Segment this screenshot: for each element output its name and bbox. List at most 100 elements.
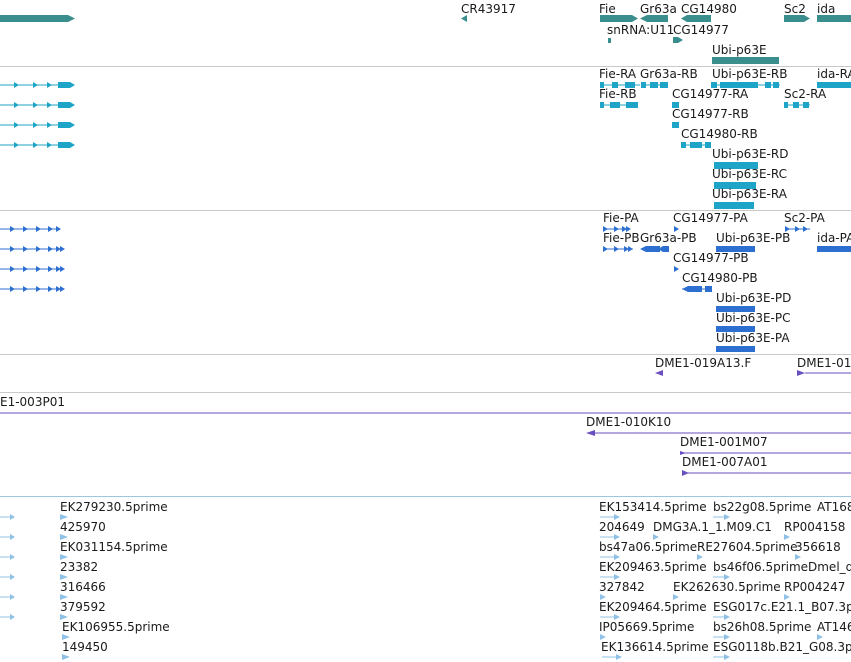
- protein-feature[interactable]: [0, 246, 65, 252]
- transcript-label[interactable]: Ubi-p63E-RC: [712, 167, 787, 181]
- est-label[interactable]: RP004158: [784, 520, 846, 534]
- protein-feature[interactable]: [674, 266, 679, 272]
- est-feature[interactable]: [0, 534, 15, 540]
- clone-label[interactable]: DME1-007A01: [682, 455, 768, 469]
- est-label[interactable]: ESG017c.E21.1_B07.3p: [713, 600, 851, 614]
- est-feature[interactable]: [0, 574, 15, 580]
- est-label[interactable]: bs47a06.5prime: [599, 540, 698, 554]
- protein-feature[interactable]: [682, 286, 712, 292]
- est-feature[interactable]: [60, 614, 68, 620]
- est-feature[interactable]: [0, 594, 15, 600]
- clone-label[interactable]: DME1-010K10: [586, 415, 672, 429]
- est-label[interactable]: ESG0118b.B21_G08.3p: [713, 640, 851, 654]
- est-feature[interactable]: [697, 554, 703, 560]
- transcript-label[interactable]: Ubi-p63E-RA: [712, 187, 787, 201]
- transcript-feature[interactable]: [0, 82, 75, 88]
- est-feature[interactable]: [653, 534, 659, 540]
- est-label[interactable]: 425970: [60, 520, 106, 534]
- protein-feature[interactable]: [0, 286, 65, 292]
- est-feature[interactable]: [795, 554, 801, 560]
- transcript-feature[interactable]: [714, 182, 756, 189]
- protein-feature[interactable]: [0, 226, 61, 232]
- est-feature[interactable]: [0, 554, 15, 560]
- transcript-feature[interactable]: [817, 82, 851, 88]
- est-feature[interactable]: [600, 514, 620, 520]
- est-label[interactable]: bs26h08.5prime: [713, 620, 812, 634]
- gene-feature[interactable]: [687, 15, 711, 22]
- est-label[interactable]: EK262630.5prime: [673, 580, 781, 594]
- transcript-label[interactable]: CG14977-RA: [672, 87, 749, 101]
- gene-feature[interactable]: [640, 15, 647, 22]
- est-feature[interactable]: [713, 614, 730, 620]
- est-feature[interactable]: [713, 634, 730, 640]
- protein-label[interactable]: Fie-PB: [603, 231, 640, 245]
- est-feature[interactable]: [673, 594, 679, 600]
- est-label[interactable]: 149450: [62, 640, 108, 654]
- est-feature[interactable]: [62, 654, 70, 660]
- est-label[interactable]: bs46f06.5prime: [713, 560, 809, 574]
- transcript-label[interactable]: Ubi-p63E-RB: [712, 67, 788, 81]
- est-feature[interactable]: [817, 634, 823, 640]
- est-label[interactable]: 379592: [60, 600, 106, 614]
- protein-label[interactable]: CG14980-PB: [682, 271, 758, 285]
- transcript-label[interactable]: CG14977-RB: [672, 107, 749, 121]
- gene-label[interactable]: CG14977: [673, 23, 729, 37]
- transcript-label[interactable]: ida-RA: [817, 67, 851, 81]
- est-feature[interactable]: [713, 514, 730, 520]
- gene-feature[interactable]: [68, 15, 75, 22]
- est-label[interactable]: AT146: [817, 620, 851, 634]
- est-label[interactable]: AT168: [817, 500, 851, 514]
- gene-label[interactable]: Fie: [599, 2, 616, 16]
- protein-label[interactable]: Ubi-p63E-PB: [716, 231, 791, 245]
- est-label[interactable]: 23382: [60, 560, 99, 574]
- est-feature[interactable]: [0, 614, 15, 620]
- est-feature[interactable]: [600, 634, 606, 640]
- protein-feature[interactable]: [0, 266, 65, 272]
- protein-label[interactable]: Gr63a-PB: [640, 231, 697, 245]
- est-label[interactable]: bs22g08.5prime: [713, 500, 812, 514]
- clone-feature[interactable]: [680, 451, 851, 455]
- est-feature[interactable]: [713, 574, 730, 580]
- protein-feature[interactable]: [817, 246, 851, 252]
- gene-label[interactable]: Ubi-p63E: [712, 43, 767, 57]
- gene-feature[interactable]: [608, 38, 611, 43]
- clone-feature[interactable]: [682, 470, 851, 476]
- protein-feature[interactable]: [640, 246, 669, 252]
- protein-feature[interactable]: [603, 246, 633, 252]
- gene-feature[interactable]: [0, 15, 68, 22]
- est-label[interactable]: 204649: [599, 520, 645, 534]
- est-label[interactable]: EK106955.5prime: [62, 620, 170, 634]
- clone-label[interactable]: DME1-019A13.F: [655, 356, 752, 370]
- protein-label[interactable]: ida-PA: [817, 231, 851, 245]
- est-feature[interactable]: [600, 594, 606, 600]
- est-feature[interactable]: [0, 514, 15, 520]
- gene-feature[interactable]: [600, 15, 632, 22]
- protein-label[interactable]: Fie-PA: [603, 211, 639, 225]
- est-feature[interactable]: [60, 594, 68, 600]
- est-feature[interactable]: [600, 614, 620, 620]
- clone-label[interactable]: DME1-01: [797, 356, 851, 370]
- est-label[interactable]: 356618: [795, 540, 841, 554]
- est-label[interactable]: EK136614.5prime: [601, 640, 709, 654]
- est-feature[interactable]: [60, 554, 68, 560]
- protein-feature[interactable]: [716, 306, 755, 312]
- protein-feature[interactable]: [716, 346, 755, 352]
- est-label[interactable]: Dmel_d: [808, 560, 851, 574]
- transcript-feature[interactable]: [600, 82, 640, 88]
- gene-feature[interactable]: [817, 15, 851, 22]
- transcript-feature[interactable]: [672, 122, 679, 128]
- est-feature[interactable]: [60, 574, 68, 580]
- gene-feature[interactable]: [784, 15, 804, 22]
- gene-label[interactable]: Sc2: [784, 2, 806, 16]
- est-label[interactable]: RP004247: [784, 580, 846, 594]
- transcript-feature[interactable]: [784, 102, 810, 108]
- clone-feature[interactable]: [797, 370, 851, 376]
- transcript-feature[interactable]: [672, 102, 679, 108]
- est-feature[interactable]: [602, 654, 622, 660]
- est-feature[interactable]: [784, 534, 790, 540]
- clone-label[interactable]: E1-003P01: [0, 395, 65, 409]
- est-feature[interactable]: [600, 574, 620, 580]
- est-label[interactable]: EK209464.5prime: [599, 600, 707, 614]
- gene-feature[interactable]: [712, 57, 779, 64]
- gene-label[interactable]: CR43917: [461, 2, 516, 16]
